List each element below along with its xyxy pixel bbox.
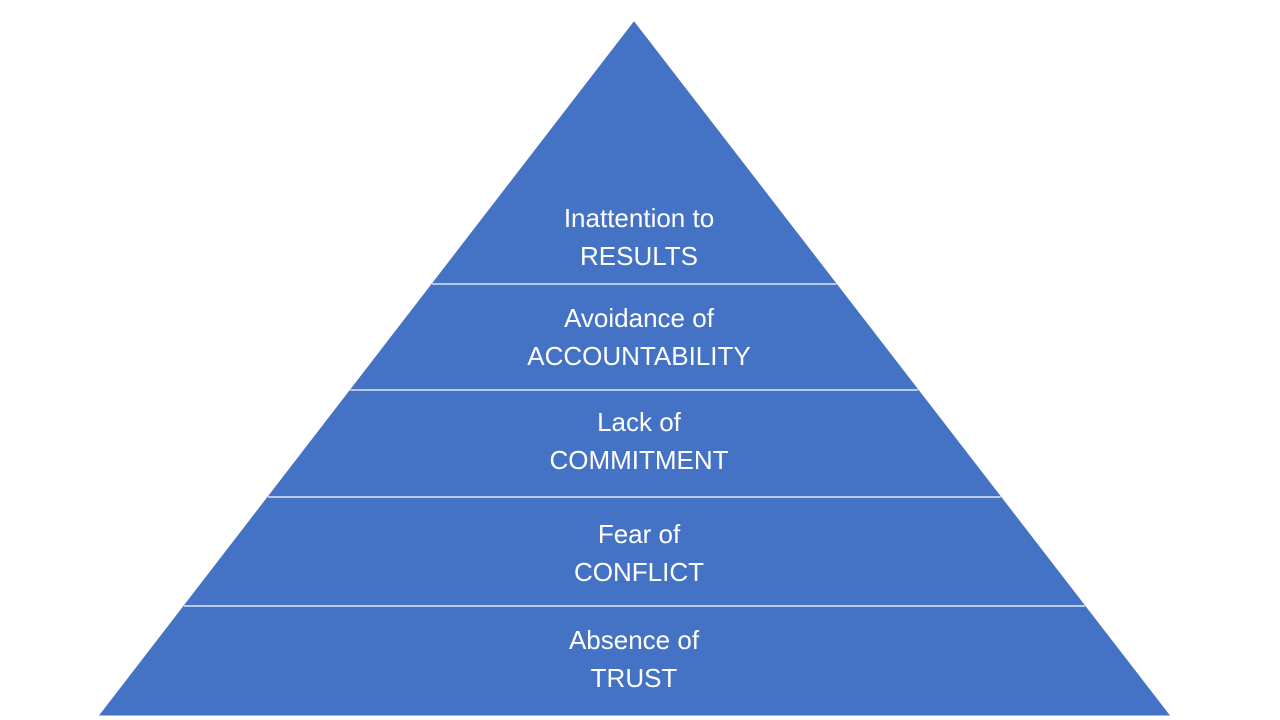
tier-dividers	[183, 283, 1085, 607]
pyramid-triangle	[98, 21, 1171, 716]
